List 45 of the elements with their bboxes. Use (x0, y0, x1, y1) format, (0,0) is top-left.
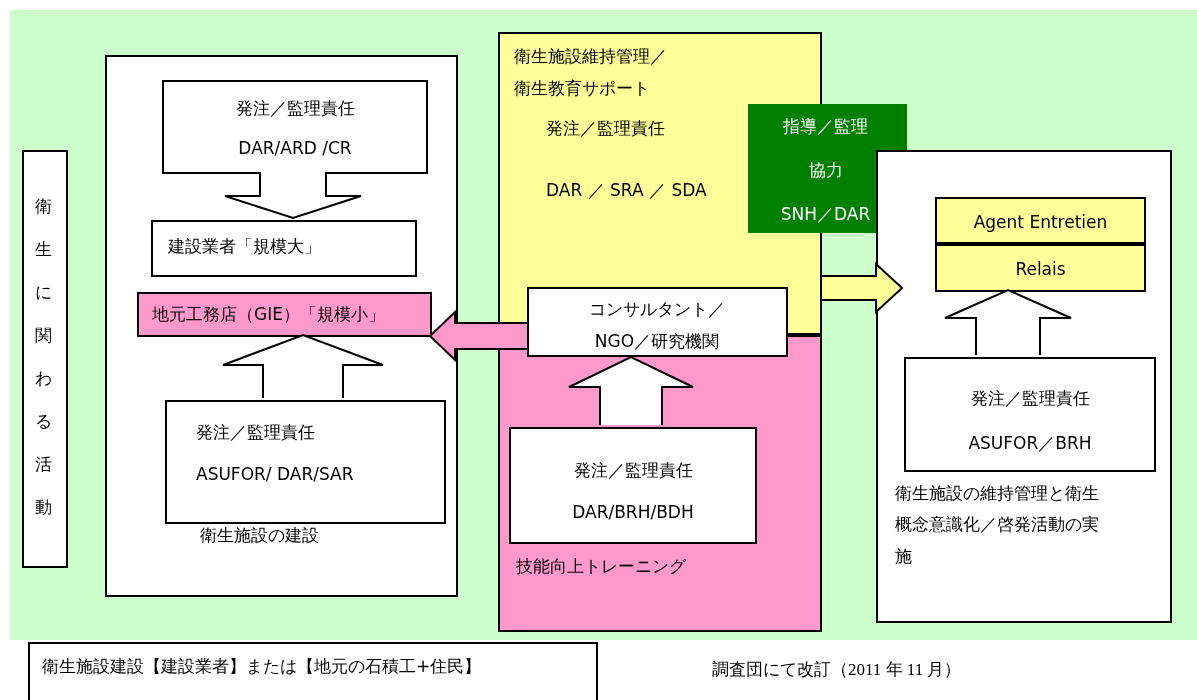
box-text: コンサルタント／NGO／研究機関 (588, 298, 726, 354)
box-text: 指導／監理 (782, 116, 869, 137)
process-box (165, 400, 446, 524)
process-box (151, 220, 417, 277)
process-box (935, 244, 1146, 292)
revision-note: 調査団にて改訂（2011 年 11 月） (712, 660, 962, 681)
box-text: 地元工務店（GIE）「規模小」 (152, 304, 385, 325)
group-panel (876, 150, 1172, 623)
box-text: 発注／監理責任 (969, 388, 1091, 409)
process-box (904, 357, 1156, 472)
box-text: Agent Entretien (972, 212, 1109, 233)
panel-caption: 技能向上トレーニング (516, 556, 686, 577)
box-text: Relais (1014, 259, 1067, 280)
block-arrow (428, 309, 528, 363)
panel-caption: 発注／監理責任 (546, 118, 665, 139)
block-arrow (224, 171, 362, 220)
box-text: DAR/BRH/BDH (571, 502, 695, 523)
block-arrow (821, 261, 904, 315)
box-text: 発注／監理責任 (234, 98, 356, 119)
vertical-label: 衛生に関わる活動 (35, 195, 53, 519)
box-text: 発注／監理責任 (572, 460, 694, 481)
group-panel (498, 335, 822, 632)
side-box (22, 150, 68, 568)
process-box (162, 80, 428, 174)
box-text: 発注／監理責任 (196, 422, 315, 443)
panel-caption: 衛生施設の維持管理と衛生概念意識化／啓発活動の実施 (895, 482, 1100, 568)
box-text: 建設業者「規模大」 (168, 236, 321, 257)
process-box (527, 287, 788, 357)
process-box (137, 292, 432, 337)
note-box (28, 642, 598, 700)
panel-caption: DAR ／ SRA ／ SDA (546, 180, 707, 201)
process-box (935, 197, 1146, 244)
note-text: 衛生施設建設【建設業者】または【地元の石積工+住民】 (42, 656, 482, 677)
block-arrow (944, 288, 1072, 356)
process-box (509, 427, 757, 544)
panel-caption: 衛生施設の建設 (200, 525, 319, 546)
box-text: SNH／DAR (779, 204, 872, 225)
box-text: 協力 (807, 160, 844, 181)
box-text: ASUFOR／BRH (967, 433, 1093, 454)
block-arrow (222, 333, 384, 399)
panel-caption: 衛生施設維持管理／衛生教育サポート (514, 45, 668, 101)
box-text: DAR/ARD /CR (237, 138, 353, 159)
box-text: ASUFOR/ DAR/SAR (196, 464, 354, 485)
block-arrow (568, 355, 694, 426)
group-panel (105, 55, 458, 597)
